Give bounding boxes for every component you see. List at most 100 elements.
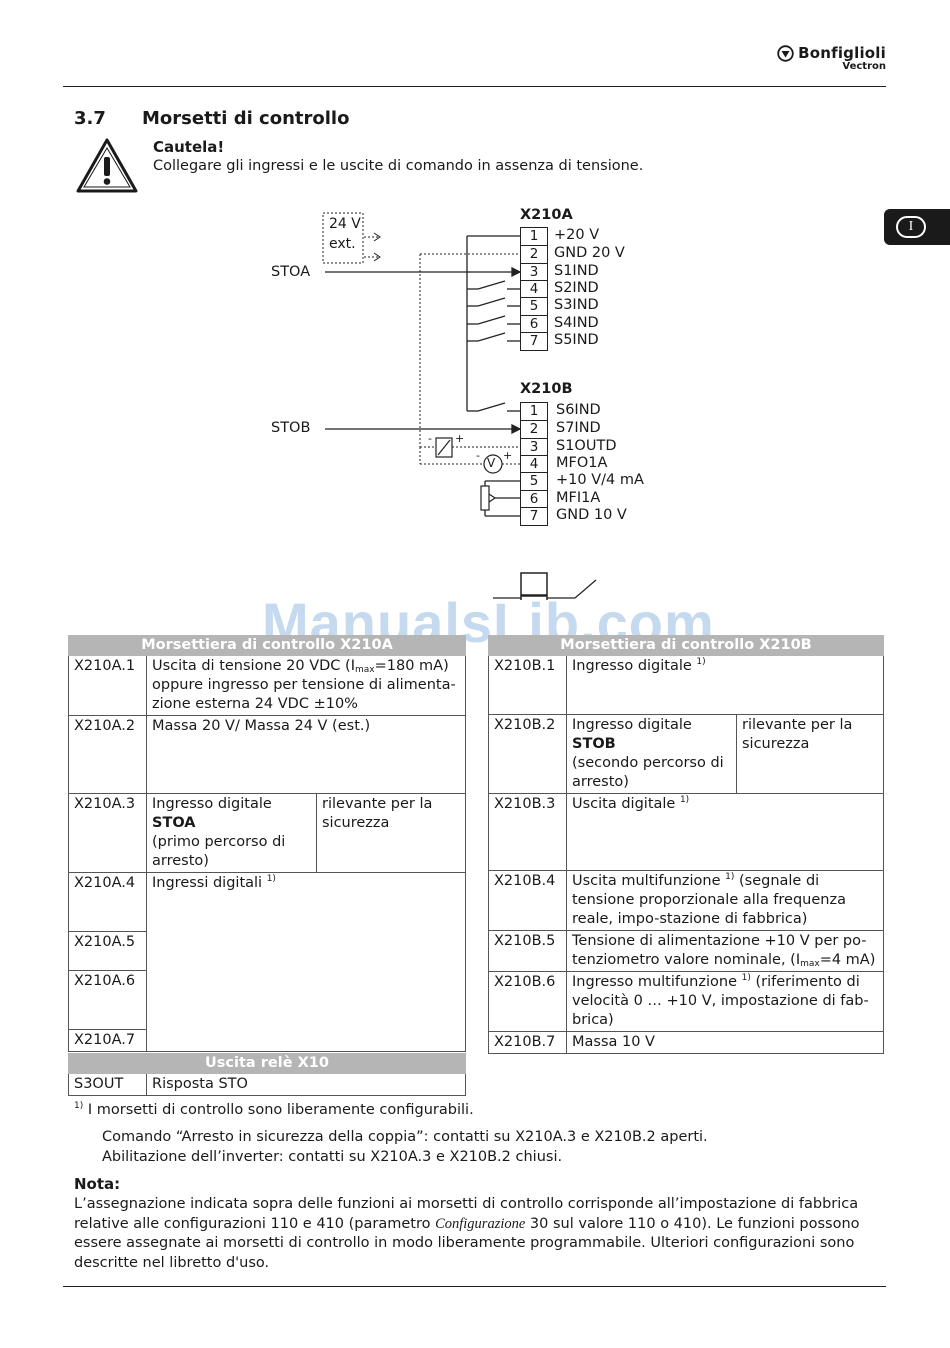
cell-x210a-5: X210A.5 [68,931,147,971]
cell-x210b-2-safety: rilevante per la sicurezza [735,714,885,794]
meter-minus: - [476,449,480,462]
cell-x210a-7: X210A.7 [68,1029,147,1052]
meter-plus: + [503,449,513,462]
terminal-x210b-1: 1 [520,402,548,421]
caution-title: Cautela! [153,138,225,156]
table-row: X210A.2 Massa 20 V/ Massa 24 V (est.) [68,715,466,794]
table-x210b: Morsettiera di controllo X210B X210B.1 I… [487,635,885,1054]
cell-x210a-1-desc: Uscita di tensione 20 VDC (Imax=180 mA) … [146,655,466,716]
terminal-x210b-1-label: S6IND [556,402,601,418]
terminal-x210b-5-label: +10 V/4 mA [556,472,644,488]
wiring-diagram [322,212,597,600]
terminal-x210a-5-label: S3IND [554,297,599,313]
table-x210a: Morsettiera di controllo X210A X210A.1 U… [68,635,466,1052]
table-row: X210A.6 [68,970,466,1030]
cell-s3out: S3OUT [68,1073,147,1096]
supply-label-ext: ext. [329,236,356,252]
cell-x210b-5: X210B.5 [488,930,567,972]
cell-x210a-2: X210A.2 [68,715,147,794]
table-row: X210B.3 Uscita digitale 1) [488,793,885,871]
cell-x210b-3: X210B.3 [488,793,567,871]
terminal-x210a-7: 7 [520,332,548,351]
command-line-1: Comando “Arresto in sicurezza della copp… [102,1129,708,1145]
table-row: X210A.7 [68,1029,466,1052]
terminal-x210a-1-label: +20 V [554,227,600,243]
footer-rule [63,1286,886,1287]
section-number: 3.7 [74,108,106,129]
terminal-x210a-1: 1 [520,227,548,246]
table-row: X210B.5 Tensione di alimentazione +10 V … [488,930,885,972]
terminal-x210b-3-label: S1OUTD [556,438,617,454]
table-x210b-header: Morsettiera di controllo X210B [487,635,885,656]
language-tab-label: I [896,216,926,238]
cell-x210b-4-desc: Uscita multifunzione 1) (segnale di tens… [565,870,885,931]
terminal-x210b-5: 5 [520,472,548,491]
section-title: Morsetti di controllo [142,108,350,129]
cell-x210b-2: X210B.2 [488,714,567,794]
cell-x210a-4: X210A.4 [68,872,147,932]
x210a-title: X210A [520,207,573,223]
terminal-x210a-2: 2 [520,245,548,264]
caution-text: Collegare gli ingressi e le uscite di co… [153,158,644,174]
cell-x210b-4: X210B.4 [488,870,567,931]
table-row: X210A.5 [68,931,466,971]
table-row: X210B.4 Uscita multifunzione 1) (segnale… [488,870,885,931]
cell-x210b-3-desc: Uscita digitale 1) [565,793,885,871]
table-row: X210B.7 Massa 10 V [488,1031,885,1054]
terminal-x210a-5: 5 [520,297,548,316]
relay-minus: - [428,432,432,445]
terminal-x210b-6-label: MFI1A [556,490,601,506]
cell-x210a-3: X210A.3 [68,793,147,873]
stob-label: STOB [271,420,311,436]
table-row: X210B.1 Ingresso digitale 1) [488,655,885,715]
terminal-x210b-2-label: S7IND [556,420,601,436]
terminal-x210a-7-label: S5IND [554,332,599,348]
table-row: S3OUT Risposta STO [68,1073,466,1096]
table-relay-header: Uscita relè X10 [68,1053,466,1074]
terminal-x210b-2: 2 [520,420,548,439]
cell-x210b-6-desc: Ingresso multifunzione 1) (riferimento d… [565,971,885,1032]
terminal-x210a-3: 3 [520,263,548,282]
brand-logo: Bonfiglioli Vectron [777,44,886,72]
command-line-2: Abilitazione dell’inverter: contatti su … [102,1149,563,1165]
x210b-title: X210B [520,381,573,397]
table-row: X210A.1 Uscita di tensione 20 VDC (Imax=… [68,655,466,716]
cell-x210b-1: X210B.1 [488,655,567,715]
note-text: L’assegnazione indicata sopra delle funz… [74,1196,860,1271]
relay-plus: + [455,432,465,445]
table-row: X210A.4 Ingressi digitali 1) [68,872,466,1052]
cell-x210a-3-safety: rilevante per la sicurezza [316,793,466,873]
cell-x210b-6: X210B.6 [488,971,567,1032]
language-tab[interactable]: I [884,209,950,245]
terminal-x210b-4-label: MFO1A [556,455,608,471]
cell-x210a-6: X210A.6 [68,970,147,1030]
cell-x210b-7: X210B.7 [488,1031,567,1054]
header-rule [63,86,886,87]
table-row: X210B.6 Ingresso multifunzione 1) (rifer… [488,971,885,1032]
terminal-x210b-7: 7 [520,507,548,526]
terminal-x210a-3-label: S1IND [554,263,599,279]
stoa-label: STOA [271,264,311,280]
terminal-x210b-7-label: GND 10 V [556,507,627,523]
warning-icon [76,138,138,193]
terminal-x210a-6-label: S4IND [554,315,599,331]
cell-s3out-desc: Risposta STO [146,1073,466,1096]
terminal-x210a-4-label: S2IND [554,280,599,296]
cell-x210a-1: X210A.1 [68,655,147,716]
cell-x210b-5-desc: Tensione di alimentazione +10 V per po-t… [565,930,885,972]
terminal-x210a-6: 6 [520,315,548,334]
note-title: Nota: [74,1175,121,1193]
brand-subtitle: Vectron [842,61,886,72]
terminal-x210a-2-label: GND 20 V [554,245,625,261]
cell-x210a-4-7-desc: Ingressi digitali 1) [146,872,466,1052]
cell-x210b-7-desc: Massa 10 V [565,1031,885,1054]
supply-label-24v: 24 V [329,216,361,232]
brand-name: Bonfiglioli [798,44,886,62]
footnote: 1) I morsetti di controllo sono liberame… [74,1101,474,1119]
bonfiglioli-logo-icon [777,44,794,62]
voltmeter-symbol: V [487,456,496,470]
